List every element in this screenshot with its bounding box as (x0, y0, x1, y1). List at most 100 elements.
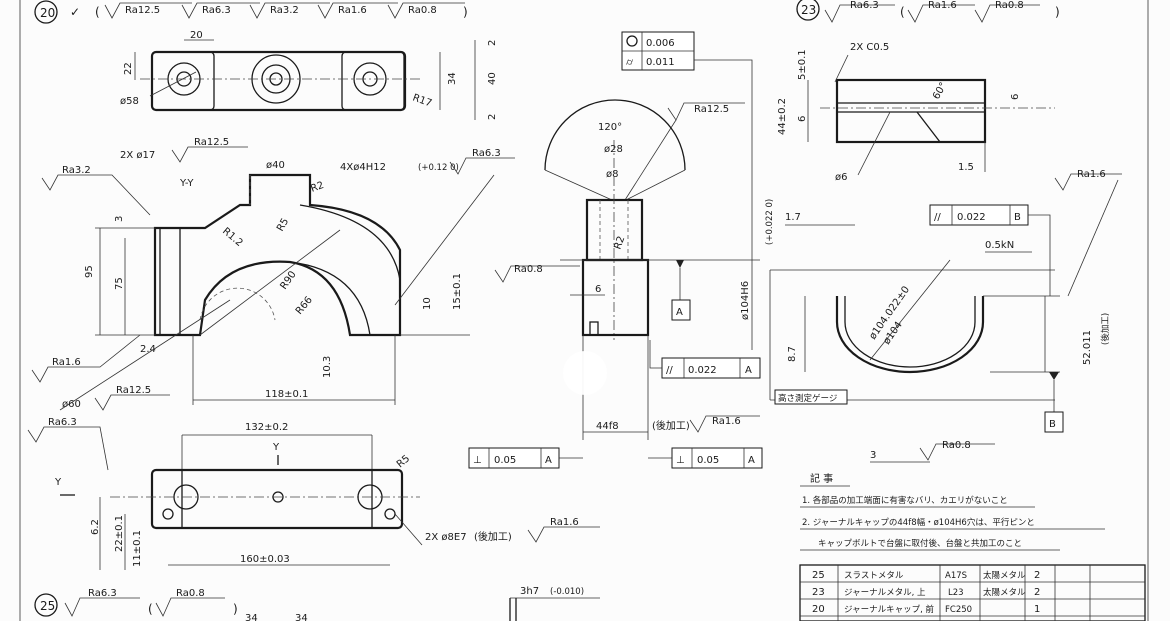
finish23-ra08b: Ra0.8 (942, 440, 971, 451)
finish-2: Ra3.2 (270, 5, 299, 16)
parallelism23-icon: // (934, 212, 941, 223)
dim-3: 3 (114, 216, 125, 222)
row1-mat: 太陽メタル (983, 587, 1026, 598)
dim23-52-note: (後加工) (1100, 313, 1111, 345)
dim-d58: ø58 (120, 96, 139, 107)
datum-b: B (1049, 419, 1056, 430)
gauge-label: 高さ測定ゲージ (778, 393, 837, 404)
perpendicularity2-value: 0.05 (697, 455, 719, 466)
dim-20: 20 (190, 30, 203, 41)
part20-front-view: 2X ø17 Ra12.5 Y-Y Ra3.2 95 75 3 ø40 R2 R… (31, 137, 515, 411)
finish-mid-ra125: Ra12.5 (694, 104, 729, 115)
row1-code: L23 (948, 588, 964, 598)
dim-2xd8-note: (後加工) (474, 530, 512, 543)
dim-6-2: 6.2 (90, 519, 101, 535)
notes-title: 記 事 (810, 472, 833, 485)
perpendicularity-datum: A (545, 455, 552, 466)
row1-name: ジャーナルメタル, 上 (844, 588, 926, 598)
circularity-value: 0.006 (646, 38, 675, 49)
dim23-8-7: 8.7 (787, 346, 798, 362)
row0-name: スラストメタル (844, 571, 904, 581)
note-3: キャップボルトで台盤に取付後、台盤と共加工のこと (818, 538, 1022, 549)
finish23-ra63: Ra6.3 (850, 0, 879, 11)
part20-id: 20 (40, 6, 55, 20)
perpendicularity2-datum: A (748, 455, 755, 466)
parallelism23-value: 0.022 (957, 212, 986, 223)
finish25-ra63: Ra6.3 (88, 588, 117, 599)
dim-4xd4: 4Xø4H12 (340, 162, 386, 173)
finish-ra16-b: Ra1.6 (550, 517, 579, 528)
svg-text:): ) (233, 602, 238, 616)
finish25-ra08: Ra0.8 (176, 588, 205, 599)
dim-120: 120° (598, 122, 622, 133)
overlay-dot (563, 351, 607, 395)
dim23-6t: 6 (797, 116, 808, 122)
finish-mid-ra08: Ra0.8 (514, 264, 543, 275)
parallelism-datum: A (745, 365, 752, 376)
dim-44f8: 44f8 (596, 421, 619, 432)
finish-3: Ra1.6 (338, 5, 367, 16)
dim-132: 132±0.2 (245, 422, 288, 433)
row0-mat: 太陽メタル (983, 570, 1026, 581)
section-y-side: Y (54, 477, 62, 488)
cylindricity-icon: ⌭ (626, 57, 634, 68)
row1-qty: 2 (1034, 587, 1040, 598)
note-1: 1. 各部品の加工端面に有害なバリ、カエリがないこと (802, 495, 1008, 506)
dim-d40: ø40 (266, 160, 285, 171)
dim-118: 118±0.1 (265, 389, 308, 400)
finish-ra63: Ra6.3 (472, 148, 501, 159)
row2-name: ジャーナルキャップ, 前 (844, 604, 934, 615)
finish-mid-ra16: Ra1.6 (712, 416, 741, 427)
dim-10-3: 10.3 (322, 356, 333, 378)
part25-balloon (34, 593, 58, 617)
finish-4: Ra0.8 (408, 5, 437, 16)
dim-11: 11±0.1 (132, 530, 143, 567)
perpendicularity2-icon: ⊥ (676, 455, 685, 466)
dim-6-mid: 6 (595, 284, 601, 295)
dim-r66: R66 (294, 295, 315, 317)
dim-10: 10 (422, 297, 433, 310)
dim-2a: 2 (487, 40, 498, 46)
row2-code: FC250 (945, 605, 972, 615)
part23-id: 23 (801, 3, 816, 17)
perpendicularity-value: 0.05 (494, 455, 516, 466)
parallelism-icon: // (666, 365, 673, 376)
notes-block: 記 事 1. 各部品の加工端面に有害なバリ、カエリがないこと 2. ジャーナルキ… (800, 472, 1105, 551)
part25-id: 25 (40, 599, 55, 613)
part23-balloon (796, 0, 820, 21)
part20-bottom-view: Ra6.3 132±0.2 Y R5 Y 6.2 22±0.1 11±0.1 1… (27, 417, 600, 570)
finish-1: Ra6.3 (202, 5, 231, 16)
row0-qty: 2 (1034, 570, 1040, 581)
note-2: 2. ジャーナルキャップの44f8幅・ø104H6穴は、平行ピンと (802, 517, 1035, 528)
dim-r17: R17 (411, 92, 433, 109)
dim-d104h6-tol: (+0.022 0) (765, 199, 775, 245)
row2-no: 20 (812, 604, 825, 615)
dim-40: 40 (487, 72, 498, 85)
dim-2b: 2 (487, 114, 498, 120)
dim-r2: R2 (309, 180, 325, 195)
dim23-3: 3 (870, 450, 876, 461)
cylindricity-value: 0.011 (646, 57, 675, 68)
dim-d28: ø28 (604, 144, 623, 155)
finish-ra125b: Ra12.5 (116, 385, 151, 396)
svg-text:): ) (463, 5, 468, 19)
parts-list-table: 25 スラストメタル A17S 太陽メタル 2 23 ジャーナルメタル, 上 L… (799, 564, 1146, 621)
finish23-ra08: Ra0.8 (995, 0, 1024, 11)
dim-22: 22 (123, 62, 134, 75)
dim-75: 75 (114, 277, 125, 290)
svg-text:(: ( (95, 5, 100, 19)
finish-ra125: Ra12.5 (194, 137, 229, 148)
dim-22b: 22±0.1 (114, 515, 125, 552)
row0-no: 25 (812, 570, 825, 581)
dim23-1-7: 1.7 (785, 212, 801, 223)
dim-4xd4-tol: (+0.12 0) (418, 163, 459, 173)
dim-95: 95 (84, 265, 95, 278)
dim-r5-b: R5 (395, 453, 412, 470)
dim23-1-5: 1.5 (958, 162, 974, 173)
parallelism-value: 0.022 (688, 365, 717, 376)
dim-d8: ø8 (606, 169, 618, 180)
dim-r2-mid: R2 (612, 235, 627, 251)
dim-44f8-note: (後加工) (652, 419, 690, 432)
dim-160: 160±0.03 (240, 554, 290, 565)
